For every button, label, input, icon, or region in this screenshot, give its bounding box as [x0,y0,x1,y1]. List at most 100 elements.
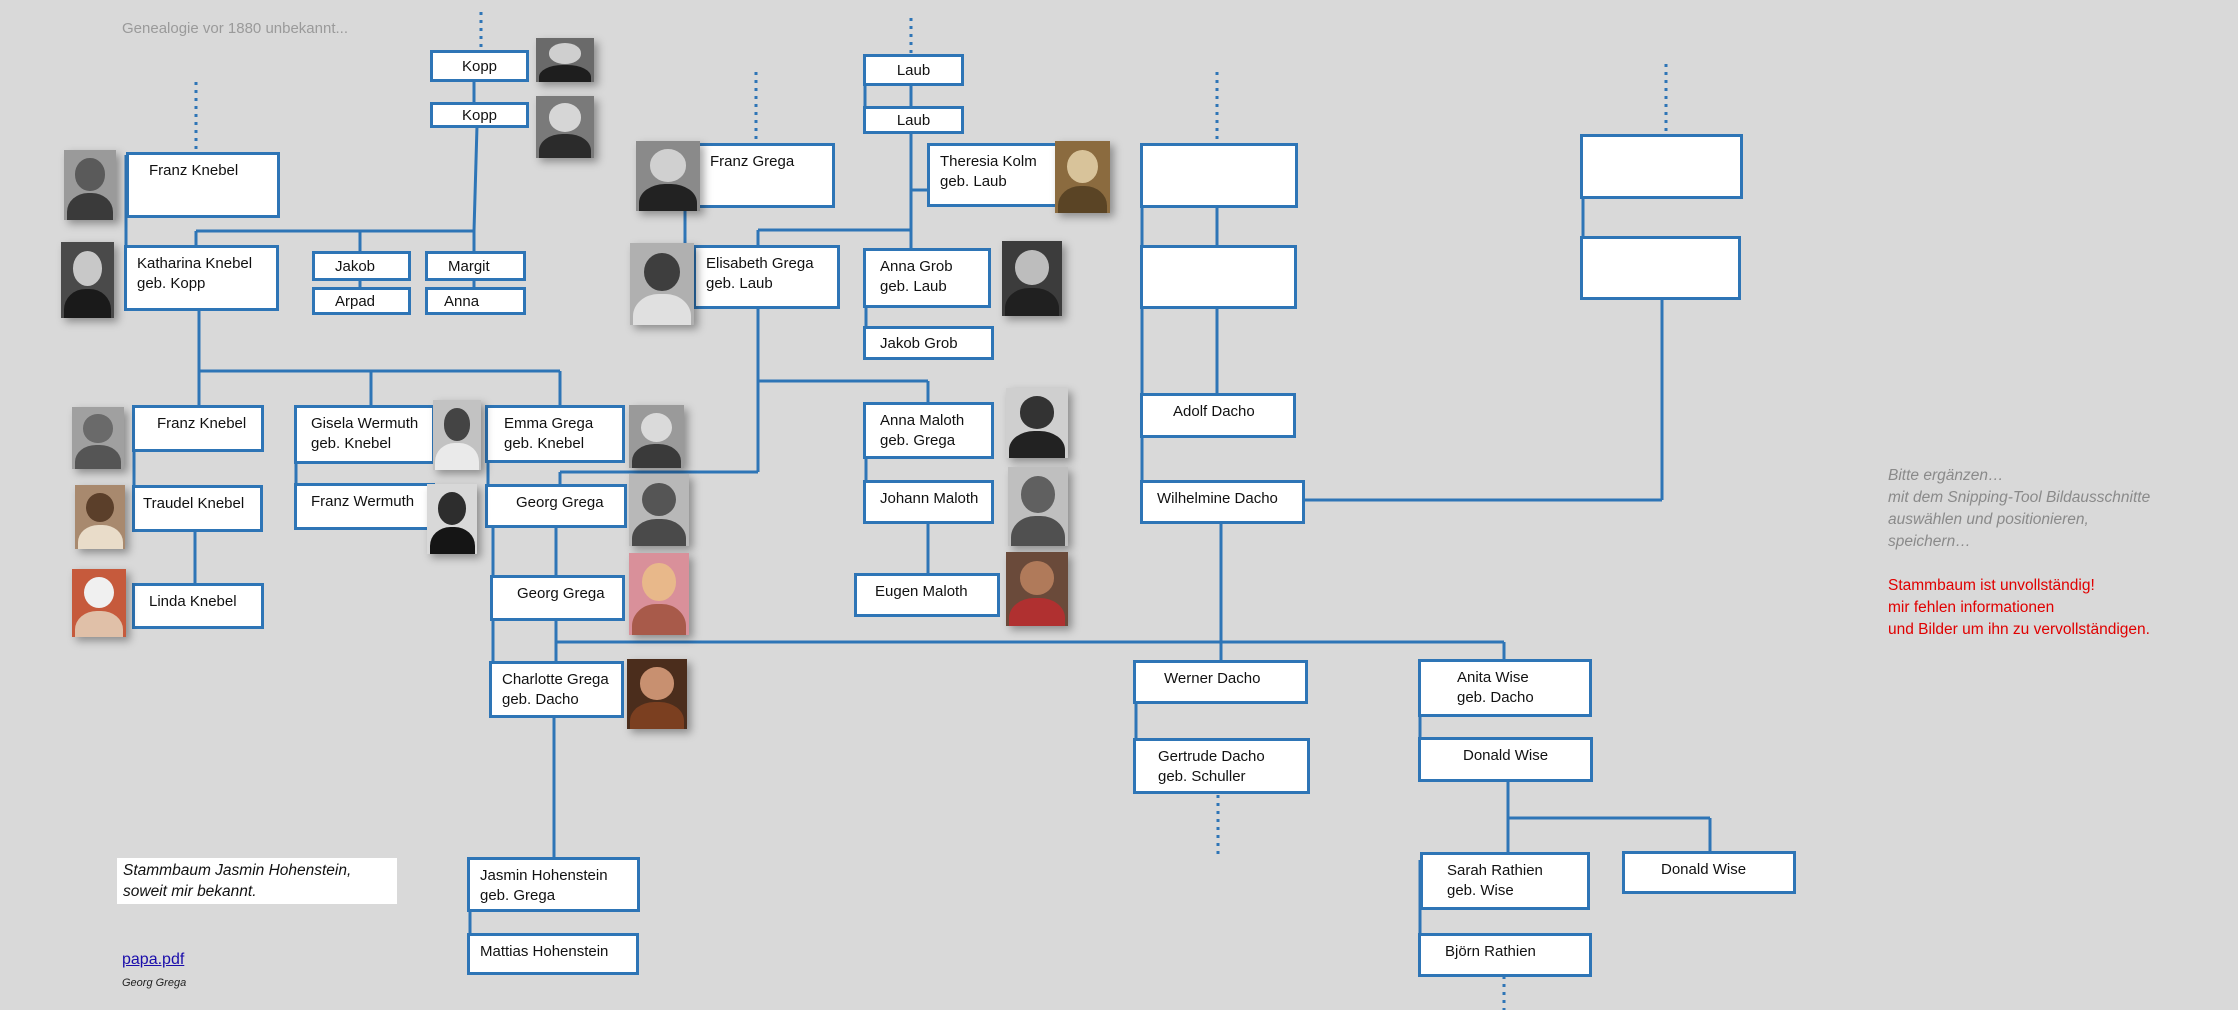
person-box-empty-2[interactable] [1140,245,1297,309]
person-box-empty-3[interactable] [1580,134,1743,199]
portrait-theresia-icon[interactable] [1055,141,1110,213]
person-birth-name: geb. Laub [706,275,773,292]
person-box-franz-wermuth[interactable]: Franz Wermuth [294,483,435,530]
person-box-georg-grega-sen[interactable]: Georg Grega [485,484,627,528]
person-box-anna[interactable]: Anna [425,287,526,315]
person-box-jakob-grob[interactable]: Jakob Grob [863,326,994,360]
portrait-franz-grega-icon[interactable] [636,141,700,211]
person-name: Laub [896,62,931,79]
person-birth-name: geb. Grega [880,432,956,449]
warning-line: Stammbaum ist unvollständig! [1888,577,2095,594]
portrait-katharina-icon[interactable] [61,242,114,318]
person-box-linda-knebel[interactable]: Linda Knebel [132,583,264,629]
person-box-sarah-rathien[interactable]: Sarah Rathien geb. Wise [1420,852,1590,910]
person-birth-name: geb. Dacho [502,691,579,708]
person-box-johann-maloth[interactable]: Johann Maloth [863,480,994,524]
person-box-kopp-2[interactable]: Kopp [430,102,529,128]
side-note-line: mit dem Snipping-Tool Bildausschnitte [1888,489,2151,506]
person-box-elisabeth-grega[interactable]: Elisabeth Grega geb. Laub [693,245,840,309]
person-box-jakob[interactable]: Jakob [312,251,411,281]
portrait-kopp-2-icon[interactable] [536,96,594,158]
person-name: Anna [444,293,480,310]
person-box-wilhelmine-dacho[interactable]: Wilhelmine Dacho [1140,480,1305,524]
person-birth-name: geb. Dacho [1457,689,1534,706]
portrait-kopp-1-icon[interactable] [536,38,594,82]
portrait-anna-maloth-icon[interactable] [1006,388,1068,458]
side-note-line: Bitte ergänzen… [1888,467,2004,484]
pdf-file-link[interactable]: papa.pdf [122,951,185,968]
portrait-elisabeth-icon[interactable] [630,243,694,325]
person-name: Franz Knebel [149,162,239,179]
header-note: Genealogie vor 1880 unbekannt... [122,20,349,37]
person-name: Georg Grega [516,494,604,511]
person-box-georg-grega-jun[interactable]: Georg Grega [490,575,625,621]
person-name: Adolf Dacho [1173,403,1255,420]
person-name: Theresia Kolm [940,153,1037,170]
portrait-gisela-icon[interactable] [433,400,481,470]
portrait-franz-knebel-jun-icon[interactable] [72,407,124,469]
person-name: Georg Grega [517,585,605,602]
person-box-gisela-wermuth[interactable]: Gisela Wermuth geb. Knebel [294,405,435,464]
person-box-bjoern-rathien[interactable]: Björn Rathien [1418,933,1592,977]
portrait-johann-maloth-icon[interactable] [1008,467,1068,546]
person-box-empty-4[interactable] [1580,236,1741,300]
person-birth-name: geb. Knebel [311,435,392,452]
portrait-anna-grob-icon[interactable] [1002,241,1062,316]
person-name: Donald Wise [1661,861,1747,878]
person-box-mattias-hohenstein[interactable]: Mattias Hohenstein [467,933,639,975]
person-box-franz-knebel-sen[interactable]: Franz Knebel [126,152,280,218]
portrait-franz-knebel-sen-icon[interactable] [64,150,116,220]
portrait-franz-wermuth-icon[interactable] [427,484,477,554]
person-birth-name: geb. Grega [480,887,556,904]
tree-caption: Stammbaum Jasmin Hohenstein, soweit mir … [117,858,397,904]
side-note: Bitte ergänzen… mit dem Snipping-Tool Bi… [1888,465,2150,553]
person-name: Eugen Maloth [875,583,968,600]
person-box-donald-wise-jun[interactable]: Donald Wise [1622,851,1796,894]
person-name: Sarah Rathien [1447,862,1543,879]
portrait-georg-sen-icon[interactable] [629,474,689,546]
person-birth-name: geb. Schuller [1158,768,1246,785]
portrait-eugen-maloth-icon[interactable] [1006,552,1068,626]
person-name: Jakob Grob [880,335,958,352]
person-box-arpad[interactable]: Arpad [312,287,411,315]
person-birth-name: geb. Kopp [137,275,206,292]
person-box-margit[interactable]: Margit [425,251,526,281]
portrait-linda-icon[interactable] [72,569,126,637]
person-name: Jakob [335,258,376,275]
person-box-anita-wise[interactable]: Anita Wise geb. Dacho [1418,659,1592,717]
person-box-traudel-knebel[interactable]: Traudel Knebel [132,485,263,532]
person-birth-name: geb. Laub [880,278,947,295]
person-box-eugen-maloth[interactable]: Eugen Maloth [854,573,1000,617]
person-name: Kopp [461,58,498,75]
person-box-franz-grega[interactable]: Franz Grega [685,143,835,208]
person-name: Anita Wise [1457,669,1529,686]
person-box-donald-wise-sen[interactable]: Donald Wise [1418,737,1593,782]
person-name: Gisela Wermuth [311,415,419,432]
person-name: Elisabeth Grega [706,255,814,272]
person-box-werner-dacho[interactable]: Werner Dacho [1133,660,1308,704]
person-box-franz-knebel-jun[interactable]: Franz Knebel [132,405,264,452]
person-birth-name: geb. Wise [1447,882,1514,899]
warning-line: und Bilder um ihn zu vervollständigen. [1888,621,2150,638]
person-name: Franz Knebel [157,415,247,432]
portrait-georg-jun-icon[interactable] [629,553,689,635]
portrait-emma-icon[interactable] [629,405,684,468]
portrait-traudel-icon[interactable] [75,485,125,549]
person-name: Wilhelmine Dacho [1157,490,1278,507]
portrait-charlotte-icon[interactable] [627,659,687,729]
person-name: Werner Dacho [1164,670,1261,687]
person-box-empty-1[interactable] [1140,143,1298,208]
person-box-adolf-dacho[interactable]: Adolf Dacho [1140,393,1296,438]
person-box-kopp-1[interactable]: Kopp [430,50,529,82]
person-box-laub-2[interactable]: Laub [863,106,964,134]
person-name: Franz Grega [710,153,795,170]
person-box-laub-1[interactable]: Laub [863,54,964,86]
